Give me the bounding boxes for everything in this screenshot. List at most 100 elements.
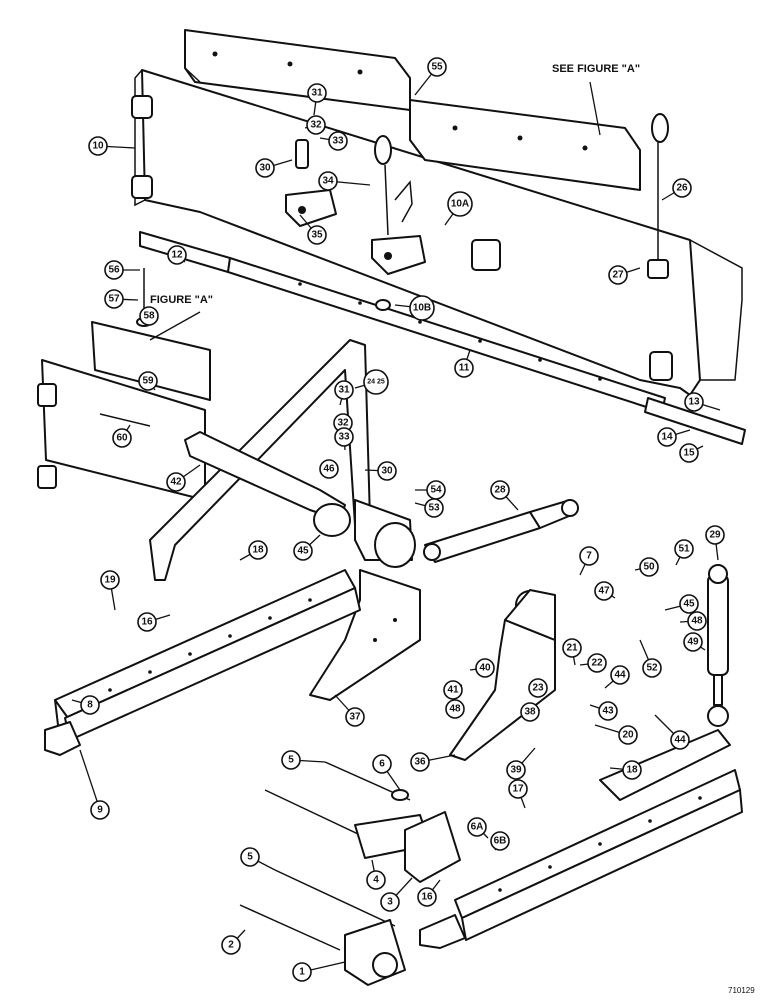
callout-40: 40 (469, 658, 495, 678)
callout-circle (410, 752, 430, 772)
callout-39: 39 (506, 747, 536, 780)
callout-group: 5531323330103410A2635125657582710B115913… (71, 57, 725, 982)
callout-44: 44 (654, 714, 690, 750)
callout-circle (610, 665, 630, 685)
callout-circle (587, 653, 607, 673)
callout-circle (328, 131, 348, 151)
callout-number: 30 (259, 163, 271, 174)
callout-number: 19 (104, 575, 116, 586)
callout-circle (672, 178, 692, 198)
callout-number: 16 (141, 617, 153, 628)
callout-circle (445, 699, 465, 719)
callout-circle (598, 701, 618, 721)
callout-circle (642, 658, 662, 678)
callout-circle (562, 638, 582, 658)
callout-31: 31 (334, 380, 354, 406)
callout-number: 35 (311, 230, 323, 241)
callout-number: 36 (414, 757, 426, 768)
callout-circle (221, 935, 241, 955)
callout-1: 1 (292, 961, 346, 982)
callout-11: 11 (454, 349, 474, 378)
callout-circle (248, 540, 268, 560)
callout-number: 18 (626, 765, 638, 776)
callout-44: 44 (604, 665, 630, 689)
callout-circle (80, 695, 100, 715)
callout-circle (366, 870, 386, 890)
callout-circle (104, 260, 124, 280)
callout-5: 5 (281, 750, 326, 770)
callout-number: 20 (622, 730, 634, 741)
callout-circle (467, 817, 487, 837)
callout-55: 55 (414, 57, 447, 96)
callout-circle (88, 136, 108, 156)
callout-number: 12 (171, 250, 183, 261)
callout-circle (345, 707, 365, 727)
callout-number: 39 (510, 765, 522, 776)
callout-27: 27 (608, 265, 641, 285)
callout-number: 4 (373, 875, 379, 886)
callout-circle (377, 461, 397, 481)
callout-20: 20 (594, 724, 638, 745)
callout-circle (417, 887, 437, 907)
callout-8: 8 (71, 695, 100, 715)
callout-number: 43 (602, 706, 614, 717)
callout-number: 49 (687, 637, 699, 648)
callout-56: 56 (104, 260, 140, 280)
callout-number: 60 (116, 433, 128, 444)
callout-circle (443, 680, 463, 700)
callout-10a: 10A (444, 191, 473, 226)
callout-circle (292, 962, 312, 982)
callout-6b: 6B (490, 831, 510, 851)
callout-number: 59 (142, 376, 154, 387)
callout-circle (293, 541, 313, 561)
figure-caption: FIGURE "A" (150, 294, 213, 306)
callout-circle (137, 612, 157, 632)
callout-circle (372, 754, 392, 774)
callout-number: 11 (459, 363, 470, 374)
callout-number: 44 (614, 670, 626, 681)
callout-19: 19 (100, 570, 120, 611)
callout-10: 10 (88, 136, 136, 156)
callout-circle (622, 760, 642, 780)
callout-circle (90, 800, 110, 820)
callout-circle (490, 480, 510, 500)
callout-circle (475, 658, 495, 678)
callout-number: 38 (524, 707, 536, 718)
callout-number: 5 (247, 852, 253, 863)
callout-number: 10A (451, 199, 469, 210)
callout-number: 5 (288, 755, 294, 766)
callout-circle (112, 428, 132, 448)
callout-45: 45 (293, 534, 321, 561)
callout-circle (520, 702, 540, 722)
callout-circle (506, 760, 526, 780)
callout-29: 29 (705, 525, 725, 561)
callout-33: 33 (334, 427, 354, 451)
callout-circle (409, 295, 435, 321)
callout-circle (674, 539, 694, 559)
callout-37: 37 (334, 694, 365, 727)
callout-45: 45 (664, 594, 699, 614)
callout-number: 10 (92, 141, 104, 152)
callout-number: 54 (430, 485, 442, 496)
callout-50: 50 (634, 557, 659, 577)
callout-33: 33 (319, 131, 348, 151)
callout-circle (687, 611, 707, 631)
callout-number: 24 25 (367, 379, 385, 386)
callout-22: 22 (579, 653, 607, 673)
callout-32: 32 (304, 115, 326, 135)
callout-number: 32 (337, 418, 349, 429)
callout-47: 47 (594, 581, 616, 601)
cylinders (423, 499, 729, 727)
callout-circle (334, 380, 354, 400)
callout-number: 47 (598, 586, 610, 597)
callout-49: 49 (683, 632, 706, 652)
dozer-blade (131, 69, 743, 396)
callout-circle (608, 265, 628, 285)
callout-54: 54 (415, 480, 446, 500)
callout-circle (670, 730, 690, 750)
callout-number: 6B (494, 836, 507, 847)
callout-48: 48 (445, 699, 465, 719)
callout-30: 30 (364, 461, 397, 481)
callout-circle (255, 158, 275, 178)
callout-34: 34 (318, 171, 371, 191)
